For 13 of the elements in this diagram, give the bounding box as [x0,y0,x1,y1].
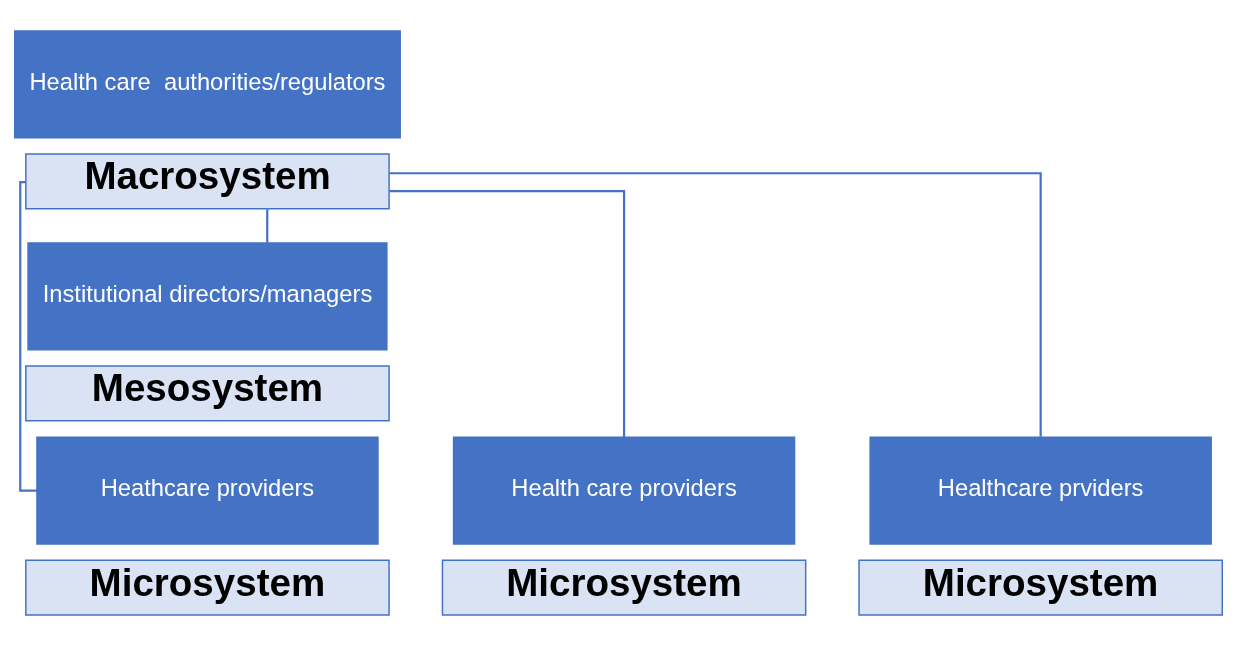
node-box: Institutional directors/managers [27,241,388,350]
node-box: Health care providers [452,435,796,545]
node-box: Microsystem [441,558,807,616]
node-box: Healthcare prviders [869,435,1212,545]
node-box: Microsystem [858,558,1223,616]
connector [389,189,626,437]
node-box: Macrosystem [25,152,390,210]
node-box: Health care authorities/regulators [14,29,401,138]
node-box: Heathcare providers [36,435,379,545]
node-box: Mesosystem [25,364,390,422]
connector [389,171,1042,437]
connector [266,208,269,243]
node-box: Microsystem [25,558,390,616]
